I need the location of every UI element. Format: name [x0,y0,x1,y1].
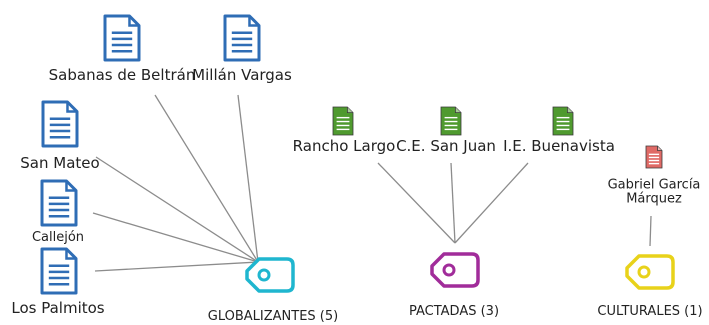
document-icon-sanjuan[interactable] [440,106,462,136]
doc-label-millan: Millán Vargas [192,65,292,84]
edges [92,94,652,272]
edge-rancho-pactadas [377,162,456,244]
edge-gabriel-culturales [649,215,652,247]
tag-icon-pactadas[interactable] [430,252,480,288]
doc-label-sanjuan: C.E. San Juan [396,136,496,155]
document-icon-buenavista[interactable] [552,106,574,136]
doc-label-palmitos: Los Palmitos [11,298,105,317]
edge-sabanas-globalizantes [154,94,259,263]
tag-icon-culturales[interactable] [625,254,675,290]
edge-millan-globalizantes [237,94,259,263]
group-label-culturales: CULTURALES (1) [597,303,703,319]
edge-buenavista-pactadas [454,162,529,244]
doc-label-callejon: Callejón [31,229,85,245]
group-label-pactadas: PACTADAS (3) [408,303,500,319]
nodes [40,14,675,295]
document-icon-callejon[interactable] [40,179,78,227]
document-icon-gabriel[interactable] [645,145,663,169]
edge-palmitos-globalizantes [94,261,259,272]
edge-callejon-globalizantes [92,212,259,263]
document-icon-sabanas[interactable] [103,14,141,62]
doc-label-sanmateo: San Mateo [20,153,100,172]
edge-sanjuan-pactadas [450,162,456,244]
document-icon-palmitos[interactable] [40,247,78,295]
document-icon-millan[interactable] [223,14,261,62]
edge-sanmateo-globalizantes [95,156,259,263]
doc-label-sabanas: Sabanas de Beltrán [48,65,196,84]
doc-label-rancho: Rancho Largo [292,136,396,155]
document-icon-sanmateo[interactable] [41,100,79,148]
tag-icon-globalizantes[interactable] [245,257,295,293]
document-icon-rancho[interactable] [332,106,354,136]
doc-label-gabriel: Gabriel García Márquez [607,177,701,207]
doc-label-buenavista: I.E. Buenavista [503,136,615,155]
group-label-globalizantes: GLOBALIZANTES (5) [207,308,339,324]
